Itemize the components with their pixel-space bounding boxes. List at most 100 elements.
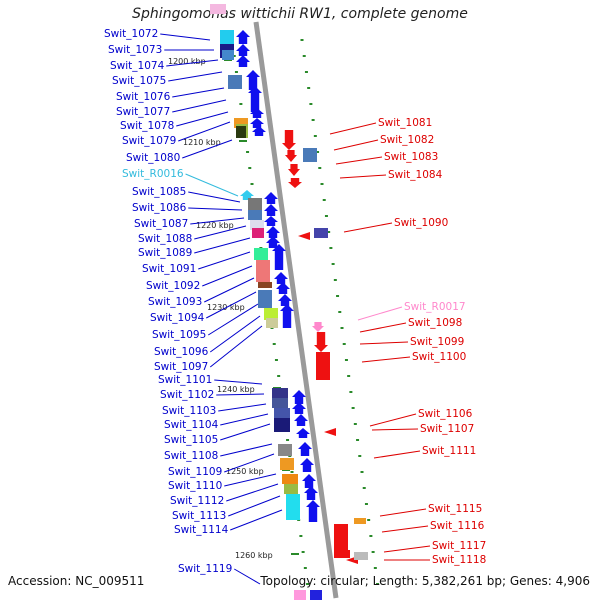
gene-block	[284, 484, 298, 494]
label-leader-line	[172, 87, 225, 98]
gene-label[interactable]: Swit_1107	[420, 423, 474, 435]
gene-label[interactable]: Swit_1099	[410, 336, 464, 348]
gene-label[interactable]: Swit_1094	[150, 312, 205, 324]
gene-label[interactable]: Swit_1092	[146, 280, 200, 292]
gene-block	[258, 290, 272, 308]
gene-label[interactable]: Swit_1116	[430, 520, 485, 532]
gene-label[interactable]: Swit_1110	[168, 480, 222, 492]
gene-label[interactable]: Swit_1096	[154, 346, 209, 358]
gene-label[interactable]: Swit_1075	[112, 75, 166, 87]
gene-label[interactable]: Swit_1117	[432, 540, 486, 552]
left-gene-labels: Swit_1072Swit_1073Swit_1074Swit_1075Swit…	[104, 28, 283, 585]
gene-label[interactable]: Swit_1085	[132, 186, 186, 198]
gene-label[interactable]: Swit_1115	[428, 503, 482, 515]
gene-block	[354, 552, 368, 560]
gene-block	[274, 418, 290, 432]
gene-label[interactable]: Swit_1103	[162, 405, 216, 417]
label-leader-line	[214, 379, 263, 385]
gene-arrow-forward	[294, 414, 308, 426]
kbp-label: 1260 kbp	[235, 551, 273, 560]
gene-block	[228, 75, 242, 89]
gene-arrow-forward	[266, 236, 280, 248]
gene-arrow-forward	[264, 204, 278, 216]
gene-label[interactable]: Swit_1119	[178, 563, 232, 575]
gene-label[interactable]: Swit_R0016	[122, 168, 184, 180]
gene-label[interactable]: Swit_1118	[432, 554, 486, 566]
gene-block	[220, 30, 234, 44]
gene-label[interactable]: Swit_1108	[164, 450, 218, 462]
label-leader-line	[335, 156, 383, 165]
gene-label[interactable]: Swit_1093	[148, 296, 202, 308]
gene-label[interactable]: Swit_1097	[154, 361, 208, 373]
gene-label[interactable]: Swit_1083	[384, 151, 438, 163]
gene-arrow-forward	[280, 304, 294, 328]
gene-label[interactable]: Swit_1082	[380, 134, 434, 146]
gene-label[interactable]: Swit_1086	[132, 202, 187, 214]
gene-arrow-forward	[266, 226, 280, 238]
label-leader-line	[160, 33, 211, 41]
gene-block	[282, 474, 298, 484]
gene-label[interactable]: Swit_1084	[388, 169, 443, 181]
gene-label[interactable]: Swit_1073	[108, 44, 162, 56]
gene-block	[334, 524, 348, 550]
gene-label[interactable]: Swit_1074	[110, 60, 165, 72]
gene-label[interactable]: Swit_1095	[152, 329, 206, 341]
gene-label[interactable]: Swit_1112	[170, 495, 224, 507]
label-leader-line	[176, 111, 229, 127]
gene-label[interactable]: Swit_1087	[134, 218, 188, 230]
gene-label[interactable]: Swit_1111	[422, 445, 476, 457]
gene-arrow-forward	[250, 108, 264, 118]
label-leader-line	[204, 277, 255, 303]
label-leader-line	[333, 139, 379, 151]
gene-arrow-forward	[300, 458, 314, 472]
gene-label[interactable]: Swit_1090	[394, 217, 448, 229]
gene-label[interactable]: Swit_1114	[174, 524, 229, 536]
gene-block	[294, 590, 306, 600]
gene-label[interactable]: Swit_R0017	[404, 301, 466, 313]
gene-block	[236, 126, 246, 138]
label-leader-line	[220, 413, 269, 426]
gene-label[interactable]: Swit_1109	[168, 466, 222, 478]
label-leader-line	[357, 306, 403, 321]
gene-label[interactable]: Swit_1078	[120, 120, 174, 132]
label-leader-line	[166, 59, 219, 67]
gene-arrow-forward	[272, 244, 286, 270]
gene-label[interactable]: Swit_1091	[142, 263, 196, 275]
label-leader-line	[206, 291, 257, 319]
gene-label[interactable]: Swit_1104	[164, 419, 219, 431]
gene-label[interactable]: Swit_1106	[418, 408, 473, 420]
label-leader-line	[361, 356, 411, 363]
gene-label[interactable]: Swit_1113	[172, 510, 226, 522]
gene-label[interactable]: Swit_1076	[116, 91, 171, 103]
label-leader-line	[216, 393, 265, 396]
gene-label[interactable]: Swit_1098	[408, 317, 462, 329]
label-leader-line	[178, 121, 231, 142]
gene-label[interactable]: Swit_1088	[138, 233, 192, 245]
gene-label[interactable]: Swit_1072	[104, 28, 158, 40]
gene-block	[314, 228, 328, 238]
label-leader-line	[202, 265, 253, 287]
gene-arrow-forward	[306, 500, 320, 522]
gene-label[interactable]: Swit_1100	[412, 351, 466, 363]
gene-block	[256, 260, 270, 282]
label-leader-line	[373, 450, 421, 459]
gene-block	[210, 4, 226, 14]
gene-arrow-forward	[236, 30, 250, 44]
feature-track	[210, 4, 368, 600]
gene-label[interactable]: Swit_1089	[138, 247, 192, 259]
gene-label[interactable]: Swit_1081	[378, 117, 432, 129]
gene-label[interactable]: Swit_1079	[122, 135, 176, 147]
label-leader-line	[224, 453, 275, 473]
gene-label[interactable]: Swit_1101	[158, 374, 212, 386]
gene-arrow-reverse	[324, 428, 336, 436]
gene-arrow-forward	[264, 216, 278, 226]
label-leader-line	[209, 315, 261, 353]
gene-label[interactable]: Swit_1105	[164, 434, 218, 446]
gene-label[interactable]: Swit_1080	[126, 152, 180, 164]
gene-label[interactable]: Swit_1102	[160, 389, 214, 401]
label-leader-line	[359, 322, 407, 333]
label-leader-line	[379, 508, 427, 517]
gene-label[interactable]: Swit_1077	[116, 106, 170, 118]
label-leader-line	[371, 428, 419, 431]
gene-arrow-forward	[246, 70, 260, 90]
